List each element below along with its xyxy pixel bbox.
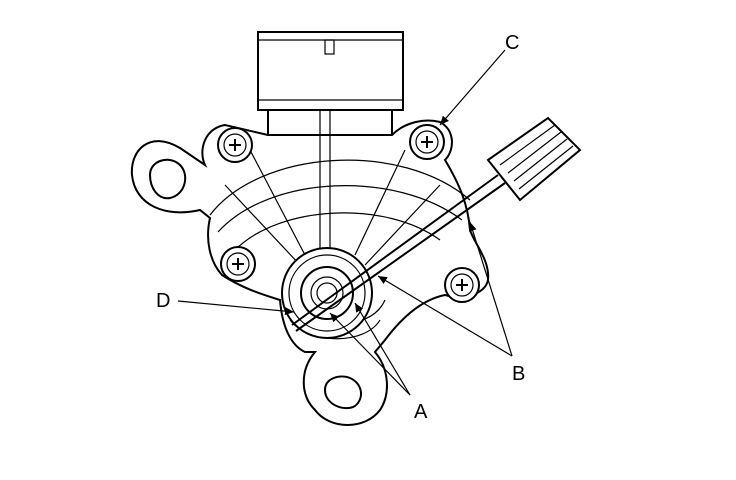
callout-a: A [414, 401, 428, 423]
alignment-pin-tool [291, 116, 582, 332]
connector [257, 31, 404, 135]
bolt-left [220, 246, 256, 282]
callout-c: C [505, 32, 519, 54]
leader-lines [177, 49, 513, 396]
bolt-top-left [217, 127, 253, 163]
bolt-right [444, 267, 480, 303]
callout-d: D [156, 290, 170, 312]
callout-b: B [512, 363, 525, 385]
bolt-top-right [409, 124, 445, 160]
center-shaft [281, 247, 373, 339]
